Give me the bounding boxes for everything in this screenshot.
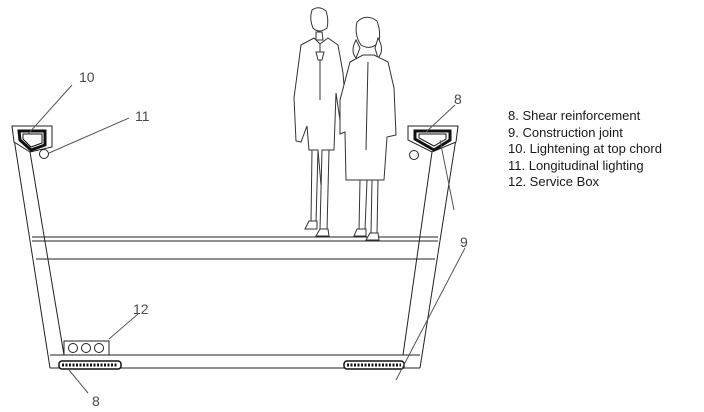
leader-10 — [27, 84, 73, 135]
pedestrian-man — [293, 7, 348, 237]
callout-8-top: 8 — [454, 91, 462, 107]
callout-8-bottom: 8 — [92, 393, 100, 409]
leader-9-upper — [439, 139, 455, 211]
callout-11: 11 — [135, 108, 150, 124]
callout-10: 10 — [79, 69, 95, 85]
leader-8-top — [425, 104, 456, 133]
legend-item-lightening-top-chord: 10. Lightening at top chord — [508, 141, 662, 156]
callout-9: 9 — [460, 234, 468, 250]
top-chord-left — [11, 125, 53, 153]
shear-reinforcement-left — [58, 360, 122, 370]
leader-11 — [48, 117, 130, 154]
pedestrian-woman — [339, 16, 397, 241]
leader-9-lower — [395, 247, 466, 381]
leader-12 — [108, 313, 139, 340]
leader-8-bottom — [68, 369, 89, 394]
top-chord-right — [407, 125, 459, 153]
legend-item-longitudinal-lighting: 11. Longitudinal lighting — [508, 157, 644, 173]
service-box — [63, 340, 110, 356]
right-web — [402, 125, 459, 369]
callout-12: 12 — [133, 301, 149, 317]
legend: 8. Shear reinforcement 9. Construction j… — [508, 108, 662, 191]
shear-reinforcement-right — [343, 360, 405, 370]
left-web — [11, 125, 65, 369]
longitudinal-light-right — [409, 150, 419, 160]
legend-item-service-box: 12. Service Box — [508, 174, 600, 189]
legend-item-shear-reinforcement: 8. Shear reinforcement — [508, 108, 641, 123]
longitudinal-light-left — [39, 149, 49, 159]
legend-item-construction-joint: 9. Construction joint — [508, 124, 623, 140]
